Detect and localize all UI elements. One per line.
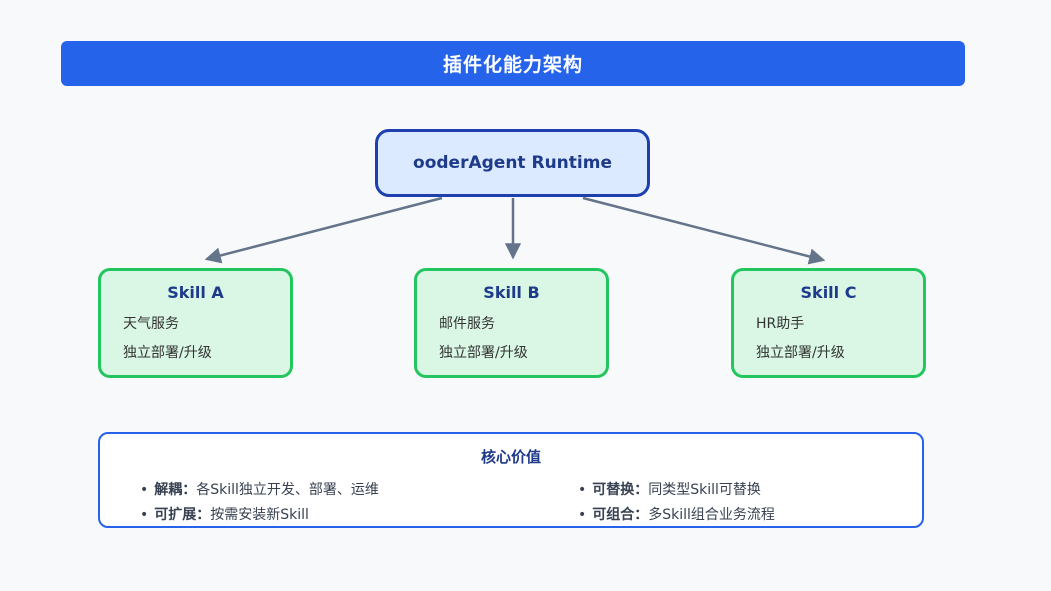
skill-b-line-2: 独立部署/升级 bbox=[439, 345, 528, 361]
value-item-composable: • 可组合：多Skill组合业务流程 bbox=[578, 503, 775, 528]
bullet-icon: • bbox=[578, 507, 587, 523]
value-item-text: 各Skill独立开发、部署、运维 bbox=[196, 482, 379, 498]
skill-b-title: Skill B bbox=[483, 283, 540, 302]
value-item-label: 可组合： bbox=[592, 507, 649, 523]
skill-a-line-1: 天气服务 bbox=[123, 316, 179, 332]
bullet-icon: • bbox=[140, 507, 149, 523]
bullet-icon: • bbox=[578, 482, 587, 498]
diagram-header: 插件化能力架构 bbox=[61, 41, 965, 86]
value-item-decoupling: • 解耦：各Skill独立开发、部署、运维 bbox=[140, 478, 379, 503]
bullet-icon: • bbox=[140, 482, 149, 498]
value-item-label: 可替换： bbox=[592, 482, 649, 498]
value-item-text: 同类型Skill可替换 bbox=[648, 482, 761, 498]
core-values-right-column: • 可替换：同类型Skill可替换 • 可组合：多Skill组合业务流程 bbox=[578, 478, 775, 528]
skill-card-b: Skill B 邮件服务 独立部署/升级 bbox=[414, 268, 609, 378]
skill-c-title: Skill C bbox=[800, 283, 857, 302]
core-values-left-column: • 解耦：各Skill独立开发、部署、运维 • 可扩展：按需安装新Skill bbox=[140, 478, 379, 528]
value-item-label: 可扩展： bbox=[154, 507, 211, 523]
skill-a-line-2: 独立部署/升级 bbox=[123, 345, 212, 361]
arrow-runtime-to-skill-c bbox=[582, 196, 826, 265]
value-item-label: 解耦： bbox=[154, 482, 197, 498]
skill-card-a: Skill A 天气服务 独立部署/升级 bbox=[98, 268, 293, 378]
skill-a-title: Skill A bbox=[167, 283, 224, 302]
page-title: 插件化能力架构 bbox=[442, 54, 583, 76]
skill-card-c: Skill C HR助手 独立部署/升级 bbox=[731, 268, 926, 378]
runtime-node: ooderAgent Runtime bbox=[375, 129, 650, 197]
value-item-extensible: • 可扩展：按需安装新Skill bbox=[140, 503, 379, 528]
core-values-title: 核心价值 bbox=[480, 448, 541, 466]
runtime-node-label: ooderAgent Runtime bbox=[413, 153, 612, 173]
arrow-runtime-to-skill-a bbox=[204, 196, 443, 264]
skill-b-line-1: 邮件服务 bbox=[439, 316, 495, 332]
value-item-text: 按需安装新Skill bbox=[210, 507, 309, 523]
value-item-replaceable: • 可替换：同类型Skill可替换 bbox=[578, 478, 775, 503]
skill-c-line-2: 独立部署/升级 bbox=[756, 345, 845, 361]
skill-c-line-1: HR助手 bbox=[756, 316, 805, 332]
value-item-text: 多Skill组合业务流程 bbox=[648, 507, 775, 523]
core-values-panel: 核心价值 • 解耦：各Skill独立开发、部署、运维 • 可扩展：按需安装新Skil… bbox=[98, 432, 924, 528]
